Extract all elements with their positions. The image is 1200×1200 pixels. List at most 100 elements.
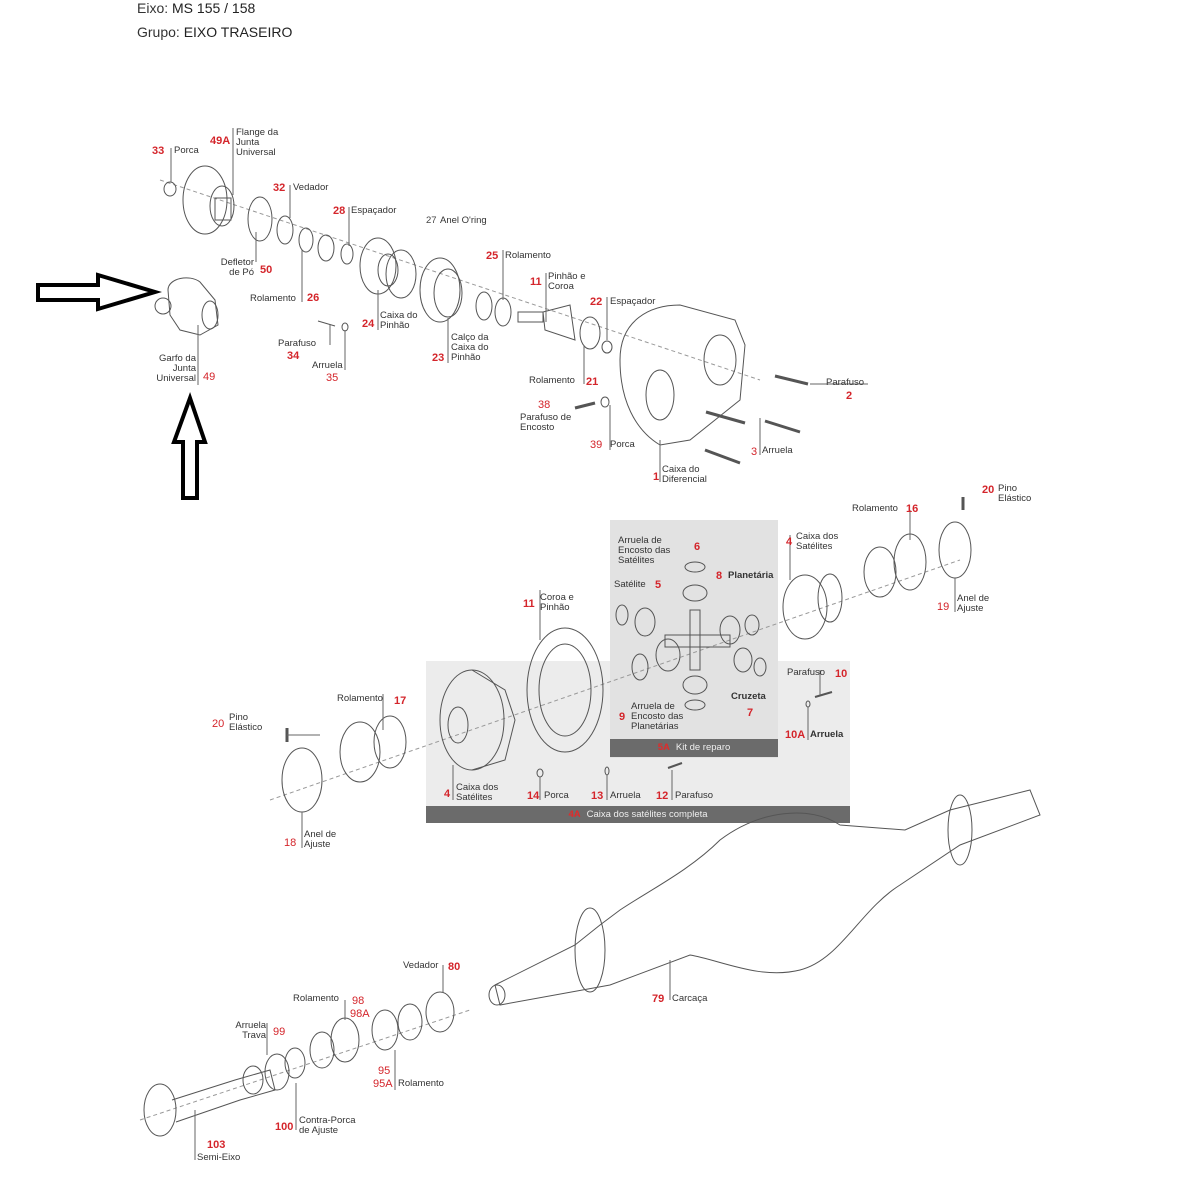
callout-label-16: Rolamento (852, 503, 898, 514)
callout-label-79: Carcaça (672, 993, 708, 1004)
bearing-26b (317, 234, 335, 262)
callout-num-17: 17 (394, 695, 407, 707)
group-label: Grupo: (137, 24, 180, 40)
axle-title: Eixo: MS 155 / 158 (137, 0, 255, 16)
callout-label-17: Rolamento (337, 693, 383, 704)
axis-line-middle (269, 559, 961, 801)
callout-num-13: 13 (591, 790, 604, 802)
callout-num-21: 21 (586, 376, 599, 388)
callout-label-27: Anel O'ring (440, 215, 487, 226)
callout-num-5: 5 (655, 579, 662, 591)
satellite-case-label: Caixa dos satélites completa (586, 809, 708, 820)
kit-repair-panel (610, 520, 778, 758)
nut-39 (600, 396, 610, 408)
axis-line-bottom (139, 1009, 471, 1121)
callout-label-2: Parafuso (826, 377, 865, 388)
callout-label-4-bottom: Caixa dos Satélites (456, 782, 499, 803)
spacer-28 (340, 243, 354, 265)
bearing-95a (371, 1009, 399, 1051)
bearing-25a (475, 291, 493, 321)
yoke-49-part (154, 297, 172, 315)
callout-label-8: Planetária (728, 570, 774, 581)
bearing-21 (579, 316, 601, 350)
callout-label-26: Rolamento (250, 293, 296, 304)
callout-label-9: Arruela de Encosto das Planetárias (631, 701, 684, 732)
callout-label-50: Defletor de Pó (220, 257, 254, 278)
callout-num-28: 28 (333, 205, 346, 217)
callout-label-22: Espaçador (610, 296, 656, 307)
callout-label-33: Porca (174, 145, 199, 156)
callout-num-16: 16 (906, 503, 919, 515)
satellite-case-4-top (782, 573, 843, 640)
bearing-25b (494, 297, 512, 327)
callout-num-4-top: 4 (786, 536, 793, 548)
bearing-26a (298, 227, 314, 253)
satellite-case-code: 4A (568, 809, 581, 820)
pinion-case-shim-23 (419, 257, 463, 323)
callout-num-7: 7 (747, 707, 754, 719)
half-shaft-103 (143, 1069, 276, 1137)
callout-num-24: 24 (362, 318, 375, 330)
callout-label-3: Arruela (762, 445, 793, 456)
pinion-crown-11 (517, 304, 576, 341)
washer-10A (805, 700, 811, 708)
callout-num-20-left: 20 (212, 718, 225, 730)
bearing-95b (397, 1003, 423, 1041)
callout-num-9: 9 (619, 711, 626, 723)
callout-label-18: Anel de Ajuste (304, 829, 337, 850)
flange-49A (182, 165, 235, 235)
callout-label-24: Caixa do Pinhão (380, 310, 418, 331)
callout-label-20-top: Pino Elástico (998, 483, 1032, 504)
callout-label-10: Parafuso (787, 667, 826, 678)
washer-35 (341, 322, 349, 332)
callout-num-79: 79 (652, 993, 665, 1005)
group-value: EIXO TRASEIRO (183, 24, 293, 40)
bearing-16a (863, 546, 897, 598)
callout-num-8: 8 (716, 570, 723, 582)
callout-label-21: Rolamento (529, 375, 575, 386)
callout-label-6: Arruela de Encosto das Satélites (618, 535, 671, 566)
callout-num-11-top: 11 (530, 276, 542, 288)
callout-num-27: 27 (426, 215, 437, 226)
callout-label-7: Cruzeta (731, 691, 766, 702)
callout-num-32: 32 (273, 182, 286, 194)
callout-num-100: 100 (275, 1121, 294, 1133)
pinion-case-24 (359, 237, 399, 295)
callout-num-11-mid: 11 (523, 598, 535, 610)
callout-num-49: 49 (203, 371, 216, 383)
callout-label-100: Contra-Porca de Ajuste (299, 1115, 356, 1136)
group-title: Grupo: EIXO TRASEIRO (137, 24, 292, 40)
bolts-2-3 (704, 374, 809, 465)
callout-num-12: 12 (656, 790, 669, 802)
callout-label-12: Parafuso (675, 790, 714, 801)
callout-num-23: 23 (432, 352, 445, 364)
oring-27 (385, 249, 417, 299)
callout-label-35: Arruela (312, 360, 343, 371)
adjust-ring-19 (938, 521, 972, 579)
callout-label-23: Calço da Caixa do Pinhão (451, 332, 489, 363)
callout-label-25: Rolamento (505, 250, 551, 261)
callout-label-38: Parafuso de Encosto (520, 412, 572, 433)
callout-num-1: 1 (653, 471, 660, 483)
seal-80 (425, 991, 455, 1033)
callout-num-49A: 49A (210, 135, 231, 147)
kit-repair-parts (615, 561, 767, 711)
arrow-up-icon (171, 391, 208, 500)
callout-num-25: 25 (486, 250, 499, 262)
callout-num-6: 6 (694, 541, 701, 553)
spacer-22 (601, 340, 613, 354)
callout-label-5: Satélite (614, 579, 646, 590)
callout-label-49: Garfo da Junta Universal (156, 353, 196, 384)
callout-num-80: 80 (448, 961, 461, 973)
callout-num-22: 22 (590, 296, 603, 308)
callout-num-98: 98 (352, 995, 365, 1007)
callout-num-3: 3 (751, 446, 758, 458)
callout-num-2: 2 (846, 390, 853, 402)
satellite-case-4 (439, 669, 516, 771)
callout-label-11-mid: Coroa e Pinhão (540, 592, 574, 613)
callout-num-35: 35 (326, 372, 339, 384)
callout-label-11-top: Pinhão e Coroa (548, 271, 586, 292)
callout-num-4-bottom: 4 (444, 788, 451, 800)
callout-num-19: 19 (937, 601, 950, 613)
